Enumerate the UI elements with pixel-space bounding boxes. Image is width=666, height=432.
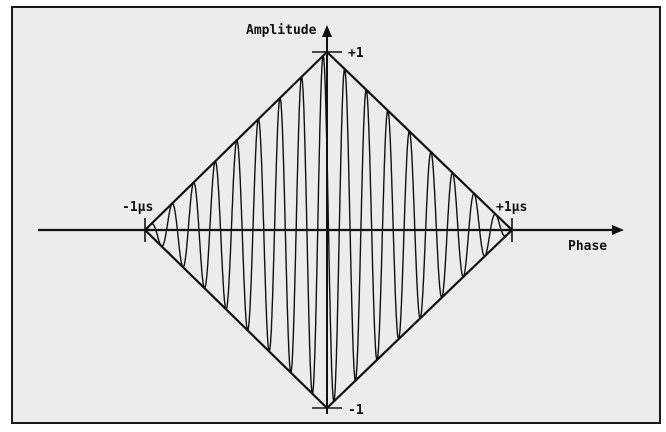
amplitude-label: Amplitude: [246, 23, 317, 38]
plus-1us-label: +1µs: [496, 200, 527, 215]
phase-axis-arrow: [612, 225, 624, 235]
minus-one-label: -1: [348, 403, 364, 418]
plus-one-label: +1: [348, 46, 364, 61]
minus-1us-label: -1µs: [122, 200, 153, 215]
phase-label: Phase: [568, 239, 607, 254]
amplitude-axis-arrow: [322, 25, 332, 37]
